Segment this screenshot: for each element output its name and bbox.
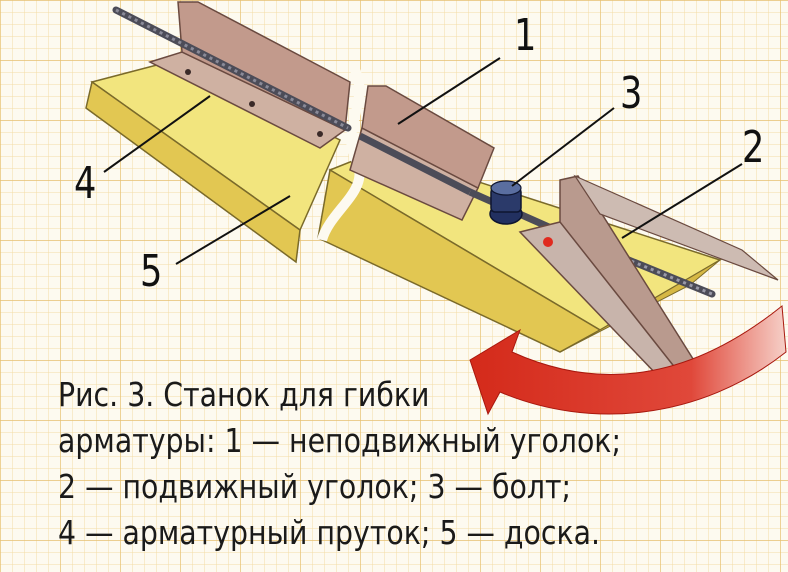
caption-line-2: арматуры: 1 — неподвижный уголок;: [58, 421, 622, 460]
bolt: [489, 180, 523, 225]
figure-caption: Рис. 3. Станок для гибки арматуры: 1 — н…: [58, 372, 621, 556]
label-2: 2: [742, 122, 765, 173]
label-5: 5: [140, 246, 163, 297]
label-1: 1: [514, 10, 537, 61]
rotation-arrow: [469, 305, 787, 416]
label-3: 3: [620, 68, 643, 119]
label-4: 4: [74, 158, 97, 209]
caption-line-4: 4 — арматурный пруток; 5 — доска.: [58, 513, 601, 552]
caption-line-1: Рис. 3. Станок для гибки: [58, 375, 430, 414]
caption-line-3: 2 — подвижный уголок; 3 — болт;: [58, 467, 572, 506]
leader-lines: [103, 57, 743, 265]
board-left: [85, 59, 341, 264]
